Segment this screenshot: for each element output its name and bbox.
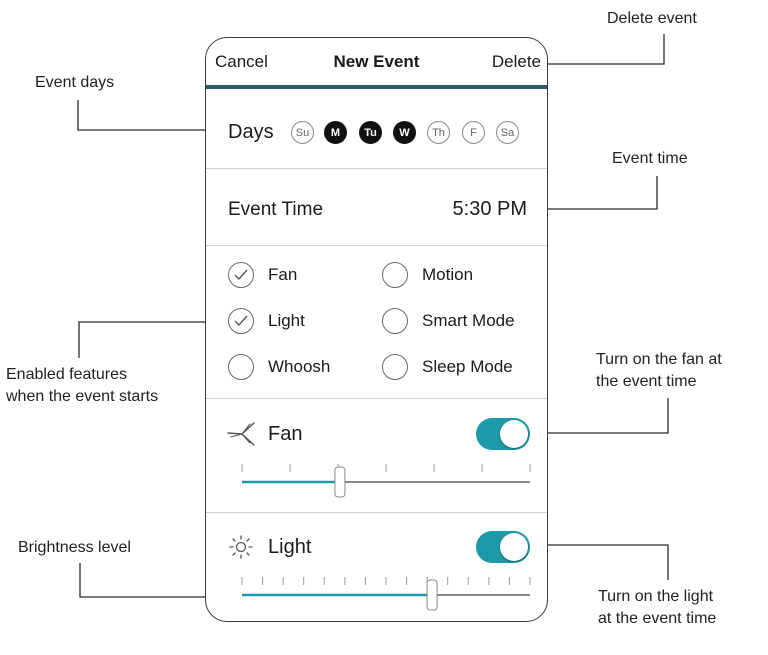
feature-sleep-mode-label: Sleep Mode (422, 357, 513, 376)
day-m[interactable]: M (324, 121, 347, 144)
day-th[interactable]: Th (427, 121, 450, 144)
feature-smart-mode-label: Smart Mode (422, 311, 515, 330)
callout-turn-on-light-line1: Turn on the light (598, 588, 714, 605)
feature-whoosh-label: Whoosh (268, 357, 331, 376)
feature-light[interactable]: Light (228, 308, 305, 334)
callout-turn-on-light: Turn on the light at the event time (598, 586, 716, 630)
empty-circle-icon (382, 354, 408, 380)
sun-icon (229, 535, 253, 559)
divider (206, 512, 547, 513)
divider (206, 245, 547, 246)
leader-turn-on-light (548, 544, 669, 580)
callout-enabled-features: Enabled features when the event starts (6, 364, 158, 408)
leader-brightness-level (79, 563, 222, 598)
slider-handle[interactable] (426, 579, 438, 611)
light-control-label: Light (268, 536, 312, 558)
feature-sleep-mode[interactable]: Sleep Mode (382, 354, 513, 380)
empty-circle-icon (228, 354, 254, 380)
callout-enabled-features-line2: when the event starts (6, 388, 159, 405)
light-toggle-knob (500, 533, 528, 561)
nav-accent-bar (206, 85, 547, 89)
event-time-value[interactable]: 5:30 PM (452, 198, 527, 220)
delete-button[interactable]: Delete (491, 52, 541, 71)
check-circle-icon (228, 262, 254, 288)
divider (206, 168, 547, 169)
callout-delete-event: Delete event (607, 10, 697, 27)
days-label: Days (228, 121, 274, 143)
light-toggle[interactable] (476, 531, 530, 563)
fan-slider[interactable] (236, 460, 536, 500)
fan-toggle-knob (500, 420, 528, 448)
leader-event-time (533, 176, 658, 210)
callout-enabled-features-line1: Enabled features (6, 366, 127, 383)
day-tu[interactable]: Tu (359, 121, 382, 144)
nav-title: New Event (333, 52, 420, 71)
light-slider[interactable] (236, 573, 536, 613)
fan-icon (227, 422, 255, 446)
fan-toggle[interactable] (476, 418, 530, 450)
cancel-button[interactable]: Cancel (215, 52, 268, 71)
callout-turn-on-fan: Turn on the fan at the event time (596, 349, 722, 393)
nav-bar: Cancel New Event Delete (206, 38, 547, 86)
slider-handle[interactable] (334, 466, 346, 498)
feature-motion[interactable]: Motion (382, 262, 473, 288)
callout-turn-on-fan-line2: the event time (596, 373, 697, 390)
feature-whoosh[interactable]: Whoosh (228, 354, 330, 380)
phone-screen: Cancel New Event Delete Days Su M Tu W T… (205, 37, 548, 622)
day-sa[interactable]: Sa (496, 121, 519, 144)
empty-circle-icon (382, 308, 408, 334)
day-w[interactable]: W (393, 121, 416, 144)
feature-light-label: Light (268, 311, 305, 330)
event-time-label: Event Time (228, 199, 324, 220)
callout-turn-on-light-line2: at the event time (598, 610, 717, 627)
day-su[interactable]: Su (291, 121, 314, 144)
callout-turn-on-fan-line1: Turn on the fan at (596, 351, 722, 368)
leader-enabled-features (78, 321, 222, 358)
day-f[interactable]: F (462, 121, 485, 144)
leader-event-days (77, 100, 220, 131)
callout-event-days: Event days (35, 74, 115, 91)
leader-delete-event (544, 34, 665, 65)
divider (206, 398, 547, 399)
callout-event-time: Event time (612, 150, 688, 167)
check-circle-icon (228, 308, 254, 334)
feature-motion-label: Motion (422, 265, 474, 284)
fan-control-label: Fan (268, 423, 303, 445)
feature-fan[interactable]: Fan (228, 262, 297, 288)
leader-turn-on-fan (548, 398, 669, 434)
callout-brightness-level: Brightness level (18, 539, 131, 556)
empty-circle-icon (382, 262, 408, 288)
feature-smart-mode[interactable]: Smart Mode (382, 308, 515, 334)
feature-fan-label: Fan (268, 265, 298, 284)
